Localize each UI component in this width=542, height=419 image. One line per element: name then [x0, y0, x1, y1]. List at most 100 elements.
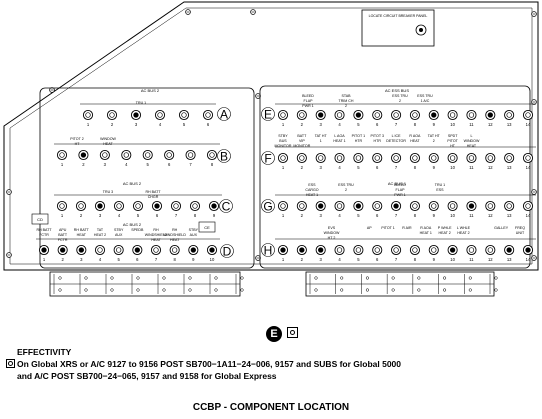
breaker-label: WINDOW [100, 137, 116, 141]
row-f-number: 6 [376, 165, 379, 170]
row-b-number: 3 [104, 162, 107, 167]
breaker-label: ESS [308, 183, 316, 187]
left-hinge-rivet [214, 276, 218, 280]
row-e-number: 8 [414, 122, 417, 127]
row-f-number: 4 [338, 165, 341, 170]
row-e-breaker-cap [355, 112, 362, 118]
row-e-number: 13 [507, 122, 512, 127]
row-e-number: 6 [376, 122, 379, 127]
box-label: CE [204, 225, 210, 230]
breaker-label: 2 [345, 188, 347, 192]
row-h-breaker-cap [318, 247, 324, 253]
row-b-number: 4 [125, 162, 128, 167]
breaker-label: EVS [328, 226, 336, 230]
breaker-label: APU [59, 228, 67, 232]
row-f-breaker-cap [355, 155, 362, 161]
row-a-breaker-cap [181, 112, 187, 118]
row-f-breaker-cap [487, 155, 493, 161]
row-h-number: 10 [450, 257, 455, 262]
row-h-breaker-cap [506, 247, 512, 253]
row-g-breaker-cap [336, 203, 343, 209]
row-a-number: 6 [207, 122, 210, 127]
left-hinge-rivet [84, 288, 88, 292]
breaker-label: HTR [355, 139, 363, 143]
row-g-breaker-cap [468, 203, 475, 209]
row-e-breaker-cap [318, 112, 324, 118]
row-c-number: 8 [194, 213, 197, 218]
breaker-label: R AOA [420, 226, 432, 230]
left-hinge-rivet [110, 288, 114, 292]
left-hinge-rivet [162, 276, 166, 280]
row-b-number: 7 [189, 162, 192, 167]
row-b-breaker-cap [145, 152, 151, 158]
row-h-number: 2 [301, 257, 304, 262]
row-d-breaker-cap [116, 247, 122, 253]
row-d-breaker-cap [134, 247, 140, 253]
left-hinge-rivet [214, 288, 218, 292]
row-f-breaker-cap [525, 155, 531, 161]
row-c-number: 2 [80, 213, 83, 218]
box-label: CD [37, 217, 43, 222]
row-f-breaker-cap [431, 155, 437, 161]
row-h-number: 5 [357, 257, 360, 262]
row-c-breaker-cap [59, 203, 65, 209]
row-a-number: 3 [135, 122, 138, 127]
row-c-number: 4 [118, 213, 121, 218]
row-f-breaker-cap [468, 155, 475, 161]
row-letter-e: E [264, 108, 272, 122]
row-g-number: 2 [301, 213, 304, 218]
row-e-breaker-cap [487, 112, 493, 118]
row-c-breaker-cap [116, 203, 122, 209]
effectivity-symbol-icon [6, 359, 15, 368]
row-h-breaker-cap [468, 247, 475, 253]
effectivity-symbol-icon [287, 327, 298, 338]
breaker-label: 2 [345, 104, 347, 108]
row-f-breaker-cap [336, 155, 343, 161]
row-f-number: 12 [488, 165, 493, 170]
row-d-number: 7 [155, 257, 158, 262]
row-e-breaker-cap [525, 112, 531, 118]
row-c-number: 3 [99, 213, 102, 218]
left-hinge-rivet [240, 288, 244, 292]
row-b-breaker-cap [80, 152, 87, 158]
row-f-number: 7 [395, 165, 398, 170]
row-h-number: 9 [433, 257, 436, 262]
row-f-number: 11 [469, 165, 474, 170]
breaker-label: PITOT [447, 139, 458, 143]
row-e-number: 7 [395, 122, 398, 127]
breaker-label: STBY [189, 228, 199, 232]
right-hinge-rivet [365, 276, 369, 280]
row-h-number: 13 [507, 257, 512, 262]
row-f-breaker-cap [374, 155, 380, 161]
breaker-label: ESS TRU [392, 94, 408, 98]
row-letter-d-ring [220, 244, 234, 258]
row-h-number: 1 [282, 257, 285, 262]
row-f-number: 9 [433, 165, 436, 170]
breaker-label: WINDSHIELD [145, 233, 168, 237]
breaker-label: BLEED [302, 94, 314, 98]
row-e-number: 12 [488, 122, 493, 127]
row-g-breaker-cap [299, 203, 305, 209]
row-letter-h: H [264, 244, 273, 258]
row-letter-g: G [263, 200, 272, 214]
breaker-label: FLAP [396, 188, 406, 192]
breaker-label: PITOT 1 [381, 226, 394, 230]
bus-label: AC BUS 2 [123, 181, 142, 186]
row-letter-b-ring [217, 149, 231, 163]
row-letter-a-ring [217, 107, 231, 121]
right-hinge-rivet [391, 276, 395, 280]
bus-label: AC BUS 2 [141, 88, 160, 93]
row-a-breaker-cap [205, 112, 211, 118]
breaker-label: R AIR [402, 226, 412, 230]
row-h-breaker-cap [336, 247, 343, 253]
row-b-number: 1 [61, 162, 64, 167]
breaker-label: CARGO [305, 188, 318, 192]
row-f-number: 10 [450, 165, 455, 170]
left-hinge-rivet [136, 276, 140, 280]
row-d-number: 9 [192, 257, 195, 262]
row-e-breaker-cap [431, 112, 437, 118]
row-b-number: 5 [147, 162, 150, 167]
row-f-number: 2 [301, 165, 304, 170]
row-g-breaker-cap [525, 203, 531, 209]
row-h-breaker-cap [299, 247, 305, 253]
